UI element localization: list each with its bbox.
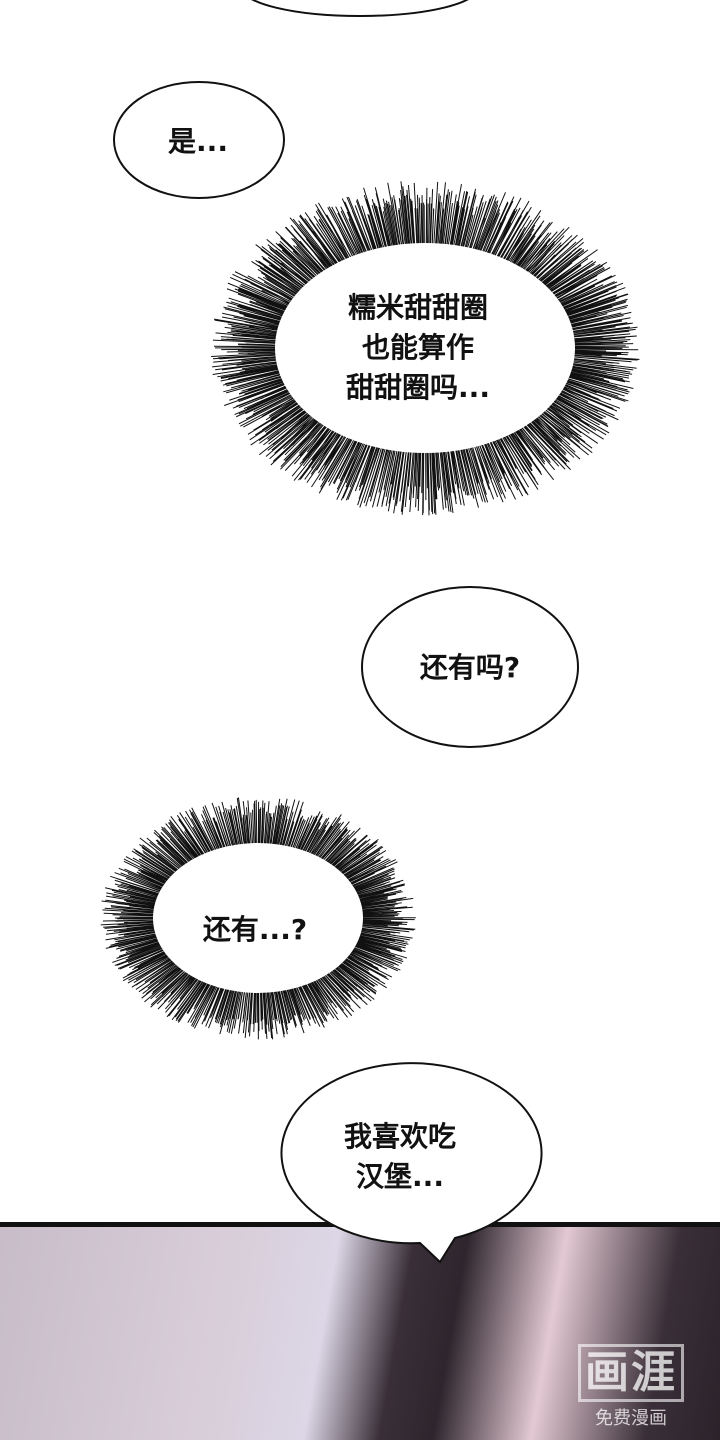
burst-bubble-1 bbox=[211, 181, 640, 516]
burst-2-text: 还有...? bbox=[202, 913, 308, 946]
burst-lines bbox=[211, 181, 640, 516]
burst-lines bbox=[100, 797, 416, 1040]
bubble-1-text: 是... bbox=[168, 125, 228, 158]
speech-bubble-2 bbox=[361, 586, 579, 748]
burst-bubble-2 bbox=[100, 797, 416, 1040]
speech-bubble-top-partial bbox=[251, 0, 469, 17]
speech-bubble-1 bbox=[113, 81, 285, 199]
watermark-logo: 画涯 bbox=[578, 1344, 684, 1402]
burst-center bbox=[153, 843, 363, 993]
watermark-subtitle: 免费漫画 bbox=[595, 1408, 667, 1429]
bubble-3-text: 我喜欢吃汉堡... bbox=[343, 1120, 457, 1193]
comic-panel: 画涯 免费漫画 bbox=[0, 1222, 720, 1440]
burst-1-text: 糯米甜甜圈也能算作甜甜圈吗... bbox=[346, 291, 490, 404]
bubble-2-text: 还有吗? bbox=[419, 651, 521, 684]
watermark: 画涯 免费漫画 bbox=[578, 1344, 684, 1430]
burst-center bbox=[275, 243, 575, 453]
